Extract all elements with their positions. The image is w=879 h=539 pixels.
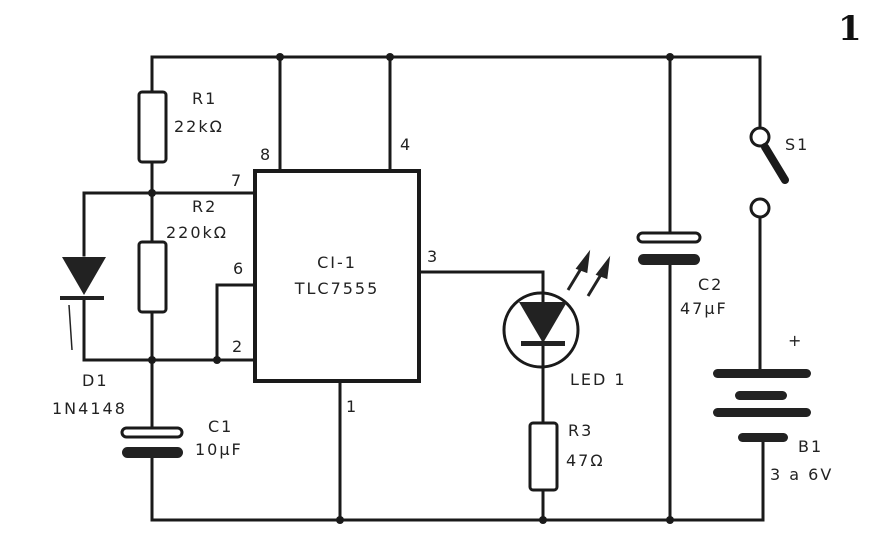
led-ref: LED 1 <box>570 370 627 389</box>
capacitor-c1: C1 10µF <box>120 417 243 459</box>
pin-6-label: 6 <box>233 259 245 278</box>
switch-s1: S1 <box>749 126 809 219</box>
battery-b1: + B1 3 a 6V <box>713 331 833 484</box>
ic-part: TLC7555 <box>294 279 380 298</box>
c2-value: 47µF <box>680 299 728 318</box>
pin-3-label: 3 <box>427 247 439 266</box>
pin-4-label: 4 <box>400 135 412 154</box>
ic-ref: CI-1 <box>317 253 357 272</box>
r1-ref: R1 <box>192 89 217 108</box>
s1-ref: S1 <box>785 135 809 154</box>
ic-tlc7555: CI-1 TLC7555 8 4 7 6 2 3 1 <box>231 135 439 416</box>
pin-8-label: 8 <box>260 145 272 164</box>
r3-value: 47Ω <box>566 451 605 470</box>
capacitor-c2: C2 47µF <box>636 231 728 318</box>
wires <box>82 55 765 522</box>
c1-ref: C1 <box>208 417 233 436</box>
pin-2-label: 2 <box>232 337 244 356</box>
d1-ref: D1 <box>82 371 109 390</box>
r3-ref: R3 <box>568 421 593 440</box>
b1-ref: B1 <box>798 437 823 456</box>
c1-value: 10µF <box>195 440 243 459</box>
led-1: LED 1 <box>502 249 627 389</box>
battery-plus-sign: + <box>788 331 803 350</box>
light-emission-arrows-icon <box>566 249 611 297</box>
r2-ref: R2 <box>192 197 217 216</box>
pin-7-label: 7 <box>231 171 243 190</box>
d1-part: 1N4148 <box>52 399 127 418</box>
b1-value: 3 a 6V <box>770 465 833 484</box>
pin-1-label: 1 <box>346 397 358 416</box>
diode-d1: D1 1N4148 <box>52 257 127 418</box>
figure-number: 1 <box>838 9 862 49</box>
resistor-r3: R3 47Ω <box>528 421 605 492</box>
junction-dots <box>148 53 674 524</box>
resistor-r2: R2 220kΩ <box>137 197 228 314</box>
c2-ref: C2 <box>698 275 723 294</box>
r2-value: 220kΩ <box>166 223 228 242</box>
r1-value: 22kΩ <box>174 117 224 136</box>
resistor-r1: R1 22kΩ <box>137 89 224 164</box>
